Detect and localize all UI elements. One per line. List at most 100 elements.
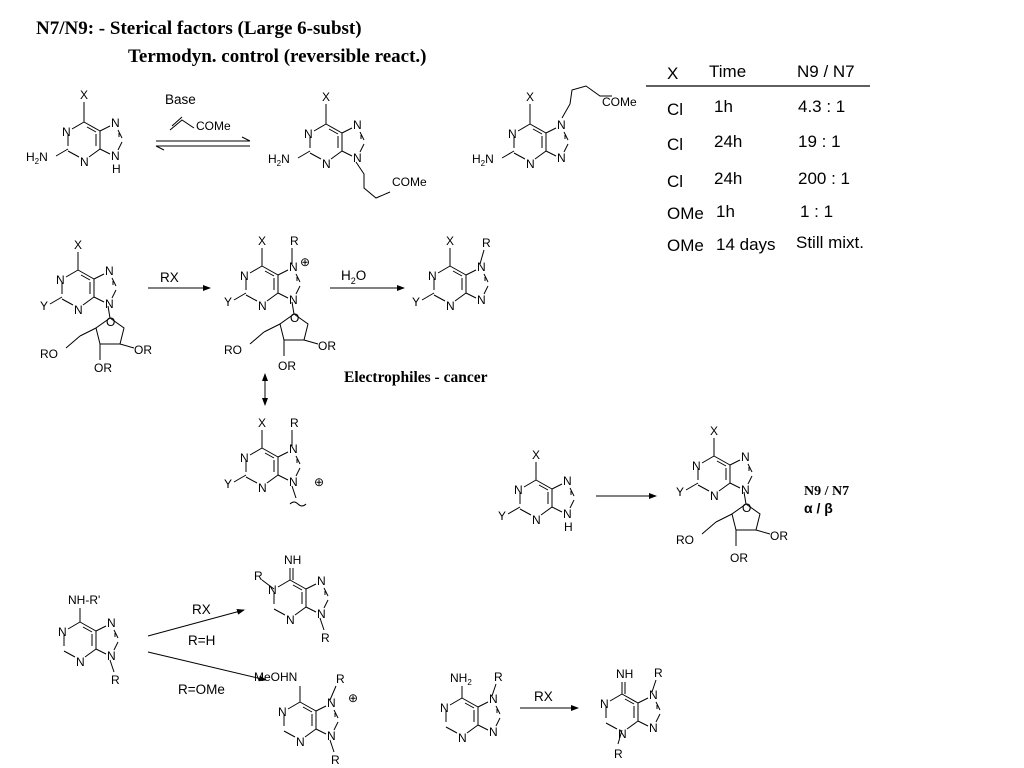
table-cell: 1 : 1 bbox=[800, 202, 833, 221]
atom-label: N bbox=[278, 705, 287, 719]
reaction-2-arrow-1: RX bbox=[148, 270, 211, 291]
n7-imine-product: NH R N N N N R bbox=[600, 666, 663, 761]
table-cell: 19 : 1 bbox=[798, 132, 841, 151]
atom-label: R bbox=[254, 569, 263, 583]
atom-label: N bbox=[111, 149, 120, 163]
atom-label: N bbox=[508, 127, 517, 141]
charge-plus: ⊕ bbox=[348, 691, 358, 705]
table-header-x: X bbox=[667, 64, 678, 83]
atom-label: R bbox=[290, 416, 299, 430]
atom-label: MeOHN bbox=[254, 670, 297, 684]
atom-label: N bbox=[353, 118, 362, 132]
atom-label: N bbox=[618, 727, 627, 741]
reaction-1-arrows: Base COMe bbox=[155, 92, 251, 151]
atom-label: N bbox=[327, 729, 336, 743]
table-cell: Cl bbox=[667, 172, 683, 191]
atom-label: X bbox=[80, 88, 88, 102]
reaction-5-arrow: RX bbox=[520, 689, 579, 711]
ratio-alpha-beta: α / β bbox=[804, 500, 833, 516]
atom-label: N bbox=[477, 260, 486, 274]
atom-label: N bbox=[240, 451, 249, 465]
atom-label: N bbox=[105, 264, 114, 278]
title-line-1: N7/N9: - Sterical factors (Large 6-subst… bbox=[36, 18, 362, 39]
atom-label: N bbox=[526, 157, 535, 171]
atom-label: R bbox=[482, 236, 491, 250]
atom-label: N bbox=[317, 607, 326, 621]
atom-label: N bbox=[557, 151, 566, 165]
atom-label: OR bbox=[278, 359, 296, 373]
atom-label: O bbox=[742, 501, 751, 515]
atom-label: Y bbox=[224, 295, 232, 309]
atom-label: COMe bbox=[602, 95, 637, 109]
atom-label: N bbox=[327, 696, 336, 710]
glycosylation-product: X Y N N N N O RO OR OR bbox=[676, 424, 788, 565]
table-header-ratio: N9 / N7 bbox=[797, 62, 855, 81]
reagent-rx: RX bbox=[160, 270, 179, 285]
reagent-rx: RX bbox=[192, 602, 211, 617]
atom-label: NH2 bbox=[450, 671, 472, 687]
atom-label: N bbox=[107, 649, 116, 663]
resonance-structure: X R Y N N N N ⊕ bbox=[224, 416, 324, 507]
atom-label: N bbox=[289, 475, 298, 489]
atom-label: N bbox=[111, 116, 120, 130]
atom-label: N bbox=[317, 574, 326, 588]
atom-label: R bbox=[654, 666, 663, 680]
reagent-rx: RX bbox=[534, 689, 553, 704]
atom-label: RO bbox=[676, 533, 694, 547]
atom-label: N bbox=[532, 513, 541, 527]
table-cell: 1h bbox=[714, 97, 733, 116]
atom-label: N bbox=[76, 655, 85, 669]
atom-label: X bbox=[446, 234, 454, 248]
reagent-come: COMe bbox=[196, 119, 231, 133]
atom-label: N bbox=[286, 613, 295, 627]
atom-label: R bbox=[614, 747, 623, 761]
atom-label: NH bbox=[616, 667, 633, 681]
atom-label: H2N bbox=[26, 150, 48, 166]
atom-label: N bbox=[289, 260, 298, 274]
atom-label: RO bbox=[40, 347, 58, 361]
atom-label: R bbox=[290, 234, 299, 248]
reaction-1-product-n9: X N N N N COMe H2N bbox=[268, 90, 427, 199]
atom-label: COMe bbox=[392, 175, 427, 189]
atom-label: X bbox=[322, 90, 330, 104]
atom-label: O bbox=[106, 315, 115, 329]
condition-r-ome: R=OMe bbox=[178, 682, 225, 697]
table-cell: OMe bbox=[667, 236, 704, 255]
atom-label: R bbox=[111, 673, 120, 687]
atom-label: N bbox=[289, 442, 298, 456]
arrow-to-imine bbox=[147, 608, 245, 637]
atom-label: X bbox=[258, 234, 266, 248]
table-cell: OMe bbox=[667, 204, 704, 223]
atom-label: H bbox=[564, 520, 573, 534]
table-cell: 24h bbox=[714, 132, 742, 151]
atom-label: O bbox=[290, 311, 299, 325]
atom-label: R bbox=[494, 670, 503, 684]
atom-label: N bbox=[440, 701, 449, 715]
atom-label: N bbox=[322, 157, 331, 171]
atom-label: N bbox=[710, 489, 719, 503]
glycosylation-reactant: X Y N N N N H bbox=[498, 448, 575, 534]
atom-label: N bbox=[428, 269, 437, 283]
atom-label: N bbox=[600, 697, 609, 711]
nucleoside-cation: X R Y N N N ⊕ N O RO OR OR bbox=[224, 234, 336, 373]
atom-label: N bbox=[563, 507, 572, 521]
reaction-1-reactant: X N N N N H H2N bbox=[26, 88, 123, 176]
table-cell: Still mixt. bbox=[796, 233, 864, 252]
atom-label: Y bbox=[40, 299, 48, 313]
atom-label: NH-R' bbox=[68, 593, 100, 607]
atom-label: OR bbox=[770, 529, 788, 543]
title-line-2: Termodyn. control (reversible react.) bbox=[128, 46, 427, 67]
atom-label: NH bbox=[284, 553, 301, 567]
atom-label: H bbox=[112, 162, 121, 176]
table-cell: 4.3 : 1 bbox=[798, 97, 845, 116]
atom-label: X bbox=[710, 424, 718, 438]
atom-label: X bbox=[258, 416, 266, 430]
atom-label: R bbox=[336, 672, 345, 686]
atom-label: N bbox=[353, 151, 362, 165]
atom-label: H2N bbox=[472, 152, 494, 168]
atom-label: N bbox=[56, 273, 65, 287]
arrow-to-cation bbox=[147, 651, 267, 682]
table-cell: 200 : 1 bbox=[798, 169, 850, 188]
atom-label: OR bbox=[318, 339, 336, 353]
nucleoside-reactant: X Y N N N N O RO OR OR bbox=[40, 238, 152, 375]
